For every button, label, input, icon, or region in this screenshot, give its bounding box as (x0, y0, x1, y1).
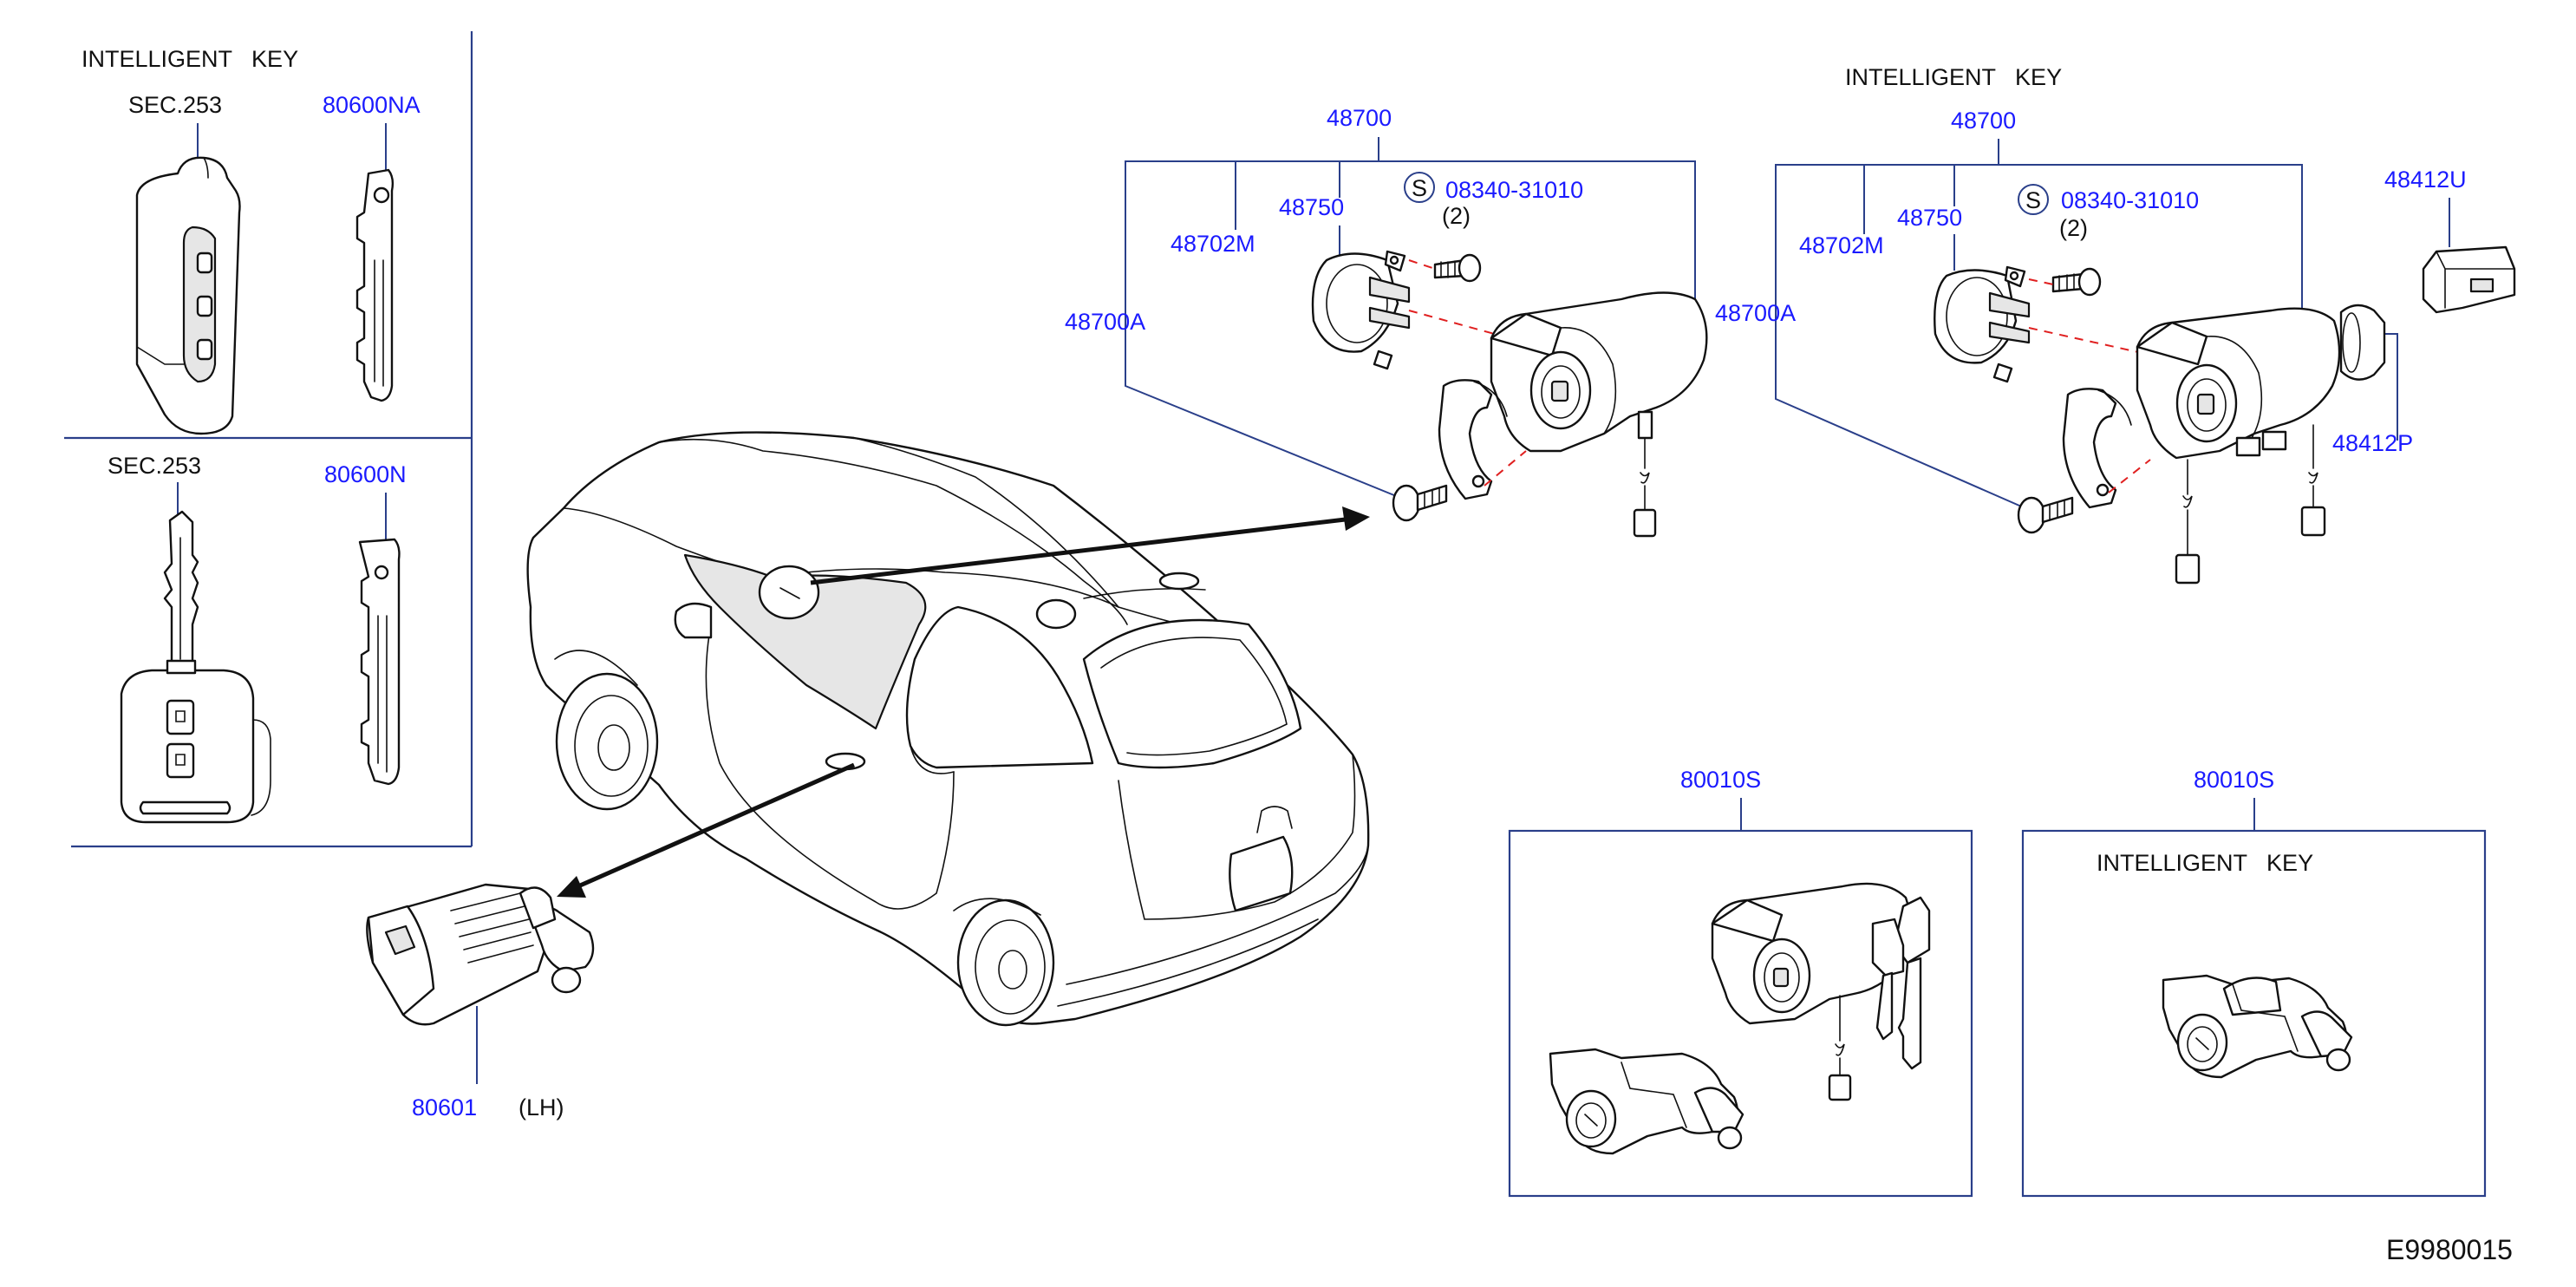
arrow-to-door-lock (571, 762, 856, 892)
sec-253-label-top: SEC.253 (128, 92, 222, 118)
arrow-head-ignition (1342, 506, 1370, 531)
left-key-panel: INTELLIGENT KEY SEC.253 80600NA SEC.253 … (64, 31, 473, 848)
set2-part-48412U-label[interactable]: 48412U (2384, 167, 2467, 193)
part-80601-label[interactable]: 80601 (412, 1094, 477, 1120)
set1-screw-symbol: S (1412, 175, 1427, 201)
set2-part-48700-label[interactable]: 48700 (1951, 108, 2016, 134)
ignition-set-2: INTELLIGENT KEY 48700 48700A 48702M 4875… (1715, 64, 2516, 585)
arrow-to-ignition (810, 516, 1353, 585)
part-80600NA-label[interactable]: 80600NA (323, 92, 421, 118)
intelligent-key-fob (135, 156, 241, 435)
set2-part-08340-31010-label[interactable]: 08340-31010 (2061, 187, 2199, 213)
remote-key (120, 510, 271, 824)
blade-key-80600N (358, 538, 401, 786)
set2-screw-symbol-circle (2018, 184, 2049, 215)
set1-part-48700A-label[interactable]: 48700A (1065, 309, 1145, 335)
set4-intelligent-key-heading: INTELLIGENT KEY (2097, 850, 2313, 876)
set3-part-80010S-label[interactable]: 80010S (1680, 767, 1761, 793)
set2-part-48700A-label[interactable]: 48700A (1715, 300, 1796, 326)
vehicle-illustration (526, 431, 1370, 1027)
lock-set-1-box (1508, 829, 1973, 1198)
lock-set-1: 80010S (1508, 767, 1973, 1198)
ignition-set-1: 48700 48700A 48702M 48750 S 08340-31010 … (1065, 105, 1708, 538)
set2-part-48702M-label[interactable]: 48702M (1799, 232, 1884, 258)
set2-part-48750-label[interactable]: 48750 (1897, 205, 1962, 231)
set2-intelligent-key-heading: INTELLIGENT KEY (1845, 64, 2062, 90)
lock-set-2: 80010S INTELLIGENT KEY (2021, 767, 2487, 1198)
set1-part-08340-31010-label[interactable]: 08340-31010 (1445, 177, 1583, 203)
set1-part-48750-label[interactable]: 48750 (1279, 194, 1344, 220)
set4-part-80010S-label[interactable]: 80010S (2194, 767, 2274, 793)
blade-key-80600NA (355, 168, 395, 402)
door-key-cylinder-80601 (366, 883, 595, 1026)
diagram-code: E9980015 (2386, 1234, 2513, 1265)
part-80600N-label[interactable]: 80600N (324, 461, 407, 487)
lock-set-2-box (2021, 829, 2487, 1198)
set1-part-48702M-label[interactable]: 48702M (1171, 231, 1255, 257)
set1-screw-qty: (2) (1442, 203, 1471, 229)
set2-screw-qty: (2) (2059, 215, 2088, 241)
sec-253-label-bottom: SEC.253 (108, 453, 201, 479)
lh-side-label: (LH) (518, 1094, 564, 1120)
set2-part-48412P-label[interactable]: 48412P (2332, 430, 2413, 456)
set1-part-48700-label[interactable]: 48700 (1327, 105, 1392, 131)
set1-screw-symbol-circle (1404, 172, 1435, 203)
set2-screw-symbol: S (2025, 187, 2041, 213)
arrow-head-door-lock (557, 876, 586, 898)
intelligent-key-heading: INTELLIGENT KEY (82, 46, 298, 72)
